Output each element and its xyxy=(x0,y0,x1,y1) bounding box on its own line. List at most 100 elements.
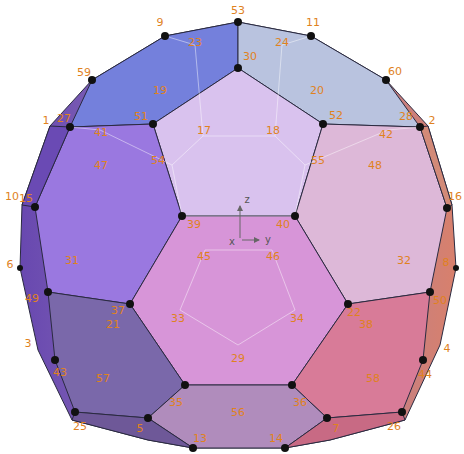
vertex-number: 39 xyxy=(187,219,201,230)
vertex-number: 48 xyxy=(368,160,382,171)
vertex-dot xyxy=(416,123,424,131)
vertex-number: 27 xyxy=(57,113,71,124)
vertex-dot xyxy=(398,408,406,416)
vertex-dot xyxy=(323,414,331,422)
vertex-number: 54 xyxy=(151,155,165,166)
vertex-number: 25 xyxy=(73,421,87,432)
vertex-number: 35 xyxy=(169,397,183,408)
vertex-number: 47 xyxy=(94,160,108,171)
vertex-number: 8 xyxy=(443,257,450,268)
vertex-number: 57 xyxy=(96,373,110,384)
axis-z xyxy=(240,206,241,238)
vertex-dot xyxy=(17,265,23,271)
vertex-number: 3 xyxy=(25,338,32,349)
vertex-dot xyxy=(178,212,186,220)
vertex-dot xyxy=(382,76,390,84)
vertex-number: 10 xyxy=(5,191,19,202)
vertex-number: 46 xyxy=(266,251,280,262)
vertex-number: 59 xyxy=(77,67,91,78)
vertex-dot xyxy=(126,300,134,308)
vertex-number: 15 xyxy=(19,193,33,204)
vertex-number: 7 xyxy=(333,423,340,434)
axis-y xyxy=(242,240,259,241)
vertex-dot xyxy=(31,203,39,211)
hidden-edges xyxy=(275,36,311,136)
face-bottom-right xyxy=(292,292,430,418)
vertex-number: 50 xyxy=(433,295,447,306)
face-right-strip xyxy=(420,126,452,208)
face-bottom-strip-left xyxy=(72,412,193,448)
vertex-number: 60 xyxy=(388,66,402,77)
vertex-number: 20 xyxy=(310,85,324,96)
vertex-dot xyxy=(51,356,59,364)
vertex-number: 53 xyxy=(231,5,245,16)
vertex-dot xyxy=(307,32,315,40)
axis-label: y xyxy=(265,235,271,245)
hidden-edges xyxy=(165,36,203,136)
vertex-number: 9 xyxy=(157,17,164,28)
vertex-number: 38 xyxy=(359,319,373,330)
hidden-edges xyxy=(70,127,172,165)
vertex-dot xyxy=(66,123,74,131)
vertex-number: 18 xyxy=(266,125,280,136)
vertex-dot xyxy=(288,381,296,389)
vertex-dot xyxy=(419,356,427,364)
vertex-dot xyxy=(189,444,197,452)
vertex-dot xyxy=(453,265,459,271)
vertex-number: 5 xyxy=(137,423,144,434)
vertex-number: 42 xyxy=(379,129,393,140)
vertex-number: 52 xyxy=(329,110,343,121)
vertex-number: 49 xyxy=(25,293,39,304)
vertex-number: 4 xyxy=(444,343,451,354)
vertex-number: 56 xyxy=(231,407,245,418)
vertex-number: 58 xyxy=(366,373,380,384)
vertex-dot xyxy=(181,381,189,389)
vertex-number: 16 xyxy=(448,191,462,202)
vertex-number: 31 xyxy=(65,255,79,266)
vertex-number: 41 xyxy=(94,127,108,138)
vertex-number: 26 xyxy=(387,421,401,432)
vertex-dot xyxy=(319,120,327,128)
vertex-dot xyxy=(161,32,169,40)
vertex-number: 36 xyxy=(293,397,307,408)
vertex-number: 55 xyxy=(311,155,325,166)
face-bottom-left xyxy=(48,292,185,418)
vertex-number: 44 xyxy=(418,369,432,380)
vertex-number: 21 xyxy=(106,319,120,330)
vertex-number: 17 xyxy=(197,125,211,136)
vertex-number: 6 xyxy=(7,259,14,270)
vertex-dot xyxy=(149,120,157,128)
vertex-number: 28 xyxy=(399,111,413,122)
vertex-number: 34 xyxy=(290,313,304,324)
vertex-number: 37 xyxy=(111,305,125,316)
vertex-number: 14 xyxy=(269,433,283,444)
silhouette xyxy=(20,22,456,448)
vertex-number: 40 xyxy=(276,219,290,230)
vertex-number: 11 xyxy=(306,17,320,28)
vertex-number: 24 xyxy=(275,37,289,48)
axis-label: z xyxy=(244,195,249,205)
vertex-dot xyxy=(234,18,242,26)
vertex-number: 29 xyxy=(231,353,245,364)
vertex-dot xyxy=(44,288,52,296)
vertex-number: 2 xyxy=(429,115,436,126)
vertex-number: 1 xyxy=(43,115,50,126)
hidden-edges xyxy=(305,127,420,165)
face-bottom-strip-right xyxy=(285,412,405,448)
hidden-edges xyxy=(172,136,305,216)
vertex-number: 32 xyxy=(397,255,411,266)
axis-label: x xyxy=(229,237,235,247)
vertex-number: 51 xyxy=(134,111,148,122)
vertex-dot xyxy=(426,288,434,296)
vertex-dot xyxy=(71,408,79,416)
vertex-number: 22 xyxy=(347,307,361,318)
face-front-top xyxy=(153,68,323,216)
hidden-edges xyxy=(180,250,295,345)
vertex-number: 13 xyxy=(193,433,207,444)
vertex-dot xyxy=(291,212,299,220)
vertex-dot xyxy=(443,204,451,212)
vertex-dot xyxy=(234,64,242,72)
vertex-number: 30 xyxy=(243,51,257,62)
vertex-number: 45 xyxy=(197,251,211,262)
